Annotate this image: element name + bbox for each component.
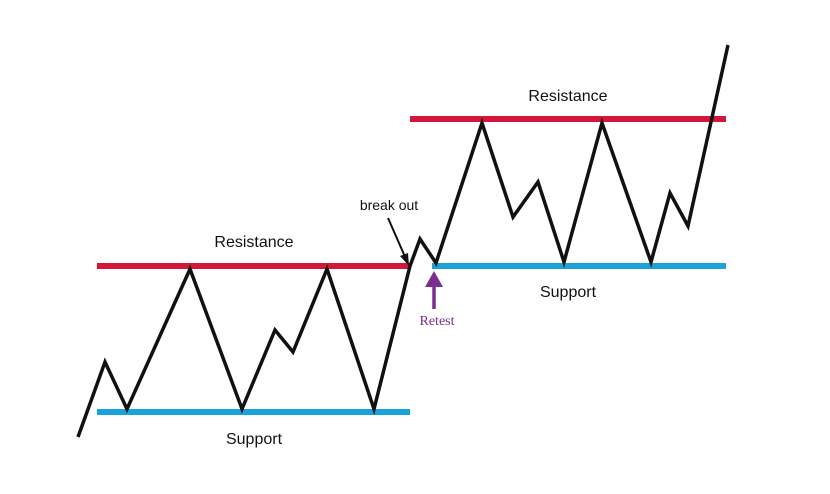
price-line [76, 44, 730, 438]
support-label-right: Support [540, 284, 597, 301]
resistance-label-left: Resistance [214, 234, 293, 251]
retest-label: Retest [420, 314, 455, 329]
break-out-arrow [387, 217, 409, 266]
break-out-label: break out [360, 197, 418, 213]
retest-arrow-icon [425, 271, 443, 309]
resistance-label-right: Resistance [528, 88, 607, 105]
support-label-left: Support [226, 431, 283, 448]
